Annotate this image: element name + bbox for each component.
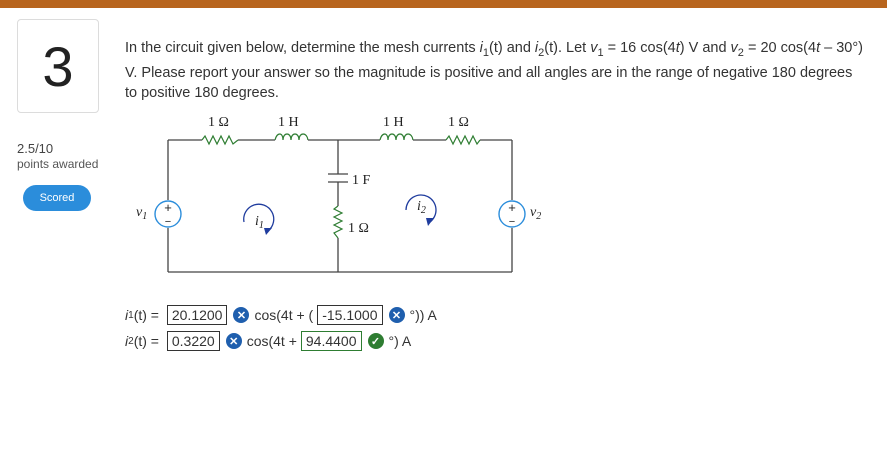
t-symbol: t <box>816 40 821 56</box>
question-text-part: – 30°) V. Please report your answer so t… <box>125 40 863 101</box>
inductor-top-right <box>379 133 414 141</box>
incorrect-icon: ✕ <box>388 307 405 323</box>
i2-magnitude-input[interactable]: 0.3220 <box>166 331 220 351</box>
mesh2-arrowhead <box>426 218 434 226</box>
answer-label-subscript: 1 <box>128 309 134 321</box>
v1-symbol: v <box>590 40 598 56</box>
time-arg: (t) <box>544 40 558 56</box>
v2-minus-sign: − <box>509 216 515 228</box>
question-text-part: = 20 cos(4 <box>743 40 817 56</box>
label-v1: v1 <box>136 205 147 222</box>
voltage-source-v1 <box>154 200 182 228</box>
label-mesh2: i2 <box>417 199 426 216</box>
question-text-part: = 16 cos(4 <box>603 40 676 56</box>
i2-subscript: 2 <box>538 46 545 59</box>
v2-symbol: v <box>730 40 738 56</box>
i2-symbol: i <box>534 40 539 56</box>
top-accent-bar <box>0 0 887 8</box>
question-text-part: . Let <box>557 40 591 56</box>
resistor-middle <box>332 205 344 239</box>
answer-text: °) A <box>388 333 412 349</box>
incorrect-icon: ✕ <box>233 307 250 323</box>
label-v2: v2 <box>530 205 541 222</box>
i1-angle-input[interactable]: -15.1000 <box>317 305 383 325</box>
mesh1-arrow-icon <box>243 203 275 232</box>
incorrect-icon: ✕ <box>225 333 242 349</box>
mesh1-arrowhead <box>264 228 272 235</box>
answer-text: °)) A <box>409 307 437 323</box>
i1-symbol: i <box>479 40 483 56</box>
v1-plus-sign: + <box>164 200 172 215</box>
label-l-top-right: 1 H <box>383 115 404 130</box>
v1-minus-sign: − <box>165 216 171 228</box>
i1-magnitude-input[interactable]: 20.1200 <box>166 305 228 325</box>
scored-button[interactable]: Scored <box>23 185 91 211</box>
mesh2-arrow-icon <box>405 194 437 223</box>
label-mesh1: i1 <box>255 214 264 231</box>
answer-label: (t) = <box>133 333 163 349</box>
question-text: In the circuit given below, determine th… <box>125 38 865 103</box>
answer-label: (t) = <box>133 307 163 323</box>
question-text-part: and <box>502 40 535 56</box>
label-l-top-left: 1 H <box>278 115 299 130</box>
points-awarded-label: points awarded <box>17 157 99 171</box>
answer-text: cos(4t + ( <box>254 307 314 323</box>
v2-subscript: 2 <box>737 46 744 59</box>
t-symbol: t <box>675 40 680 56</box>
question-number-card: 3 <box>17 19 99 113</box>
answer-text: cos(4t + <box>246 333 297 349</box>
circuit-diagram: + − + − 1 Ω 1 H 1 H 1 Ω 1 F 1 Ω v1 v2 i1… <box>136 115 541 273</box>
circuit-wires <box>167 139 513 273</box>
answer-label-symbol: i <box>125 307 129 323</box>
inductor-top-left <box>274 133 309 141</box>
time-arg: (t) <box>488 40 503 56</box>
question-number: 3 <box>42 35 74 98</box>
label-r-middle: 1 Ω <box>348 221 369 236</box>
question-text-part: ) V and <box>679 40 731 56</box>
question-text-part: In the circuit given below, determine th… <box>125 40 480 56</box>
label-r-top-right: 1 Ω <box>448 115 469 130</box>
voltage-source-v2 <box>498 200 526 228</box>
v1-subscript: 1 <box>597 46 604 59</box>
label-r-top-left: 1 Ω <box>208 115 229 130</box>
correct-icon: ✓ <box>367 333 384 349</box>
v2-plus-sign: + <box>508 200 516 215</box>
i2-angle-input[interactable]: 94.4400 <box>300 331 362 351</box>
answer-label-symbol: i <box>125 333 129 349</box>
resistor-top-right <box>445 134 481 146</box>
capacitor <box>328 173 348 183</box>
i1-subscript: 1 <box>482 46 489 59</box>
resistor-top-left <box>201 134 239 146</box>
label-capacitor: 1 F <box>352 173 371 188</box>
score-value: 2.5/10 <box>17 141 54 156</box>
answer-label-subscript: 2 <box>128 335 134 347</box>
